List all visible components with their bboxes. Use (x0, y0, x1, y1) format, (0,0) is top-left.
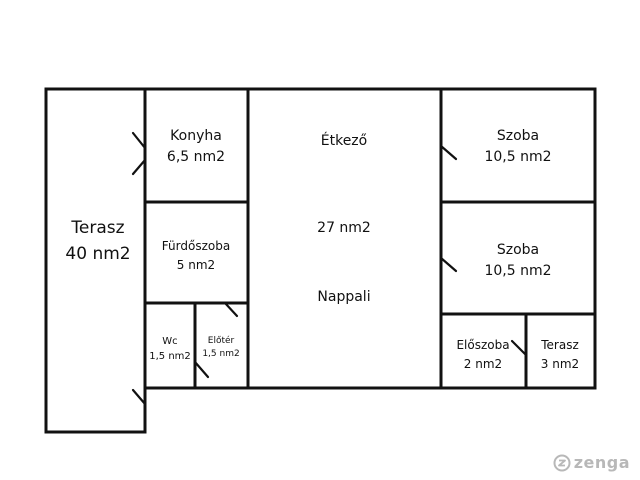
door-wc (193, 360, 210, 379)
walls (44, 87, 597, 434)
zenga-watermark: zenga (553, 453, 630, 472)
nappali-name-top: Étkező (321, 132, 367, 149)
door-konyha-upper (131, 131, 147, 150)
zenga-logo-icon (553, 454, 571, 472)
konyha-area: 6,5 nm2 (167, 149, 225, 165)
nappali-name-bottom: Nappali (317, 289, 370, 305)
door-szoba1 (439, 144, 458, 161)
furdoszoba-name: Fürdőszoba (162, 239, 230, 253)
door-eloszoba (510, 339, 528, 357)
door-szoba2 (439, 256, 458, 273)
furdoszoba-area: 5 nm2 (177, 258, 215, 272)
terasz-small-area: 3 nm2 (541, 357, 579, 371)
room-labels: Terasz 40 nm2 Konyha 6,5 nm2 Fürdőszoba … (65, 128, 579, 371)
eloszoba-name: Előszoba (456, 338, 509, 352)
szoba-1-area: 10,5 nm2 (484, 149, 551, 165)
szoba-2-area: 10,5 nm2 (484, 263, 551, 279)
eloter-area: 1,5 nm2 (202, 349, 239, 359)
eloter-name: Előtér (208, 335, 235, 346)
door-konyha-lower (131, 158, 147, 176)
door-eloter (223, 301, 239, 318)
terasz-small-name: Terasz (540, 338, 579, 352)
eloszoba-area: 2 nm2 (464, 357, 502, 371)
terasz-big-name: Terasz (70, 218, 124, 238)
konyha-name: Konyha (170, 128, 222, 144)
watermark-text: zenga (573, 453, 630, 472)
szoba-1-name: Szoba (497, 128, 539, 144)
wc-name: Wc (162, 336, 177, 347)
wc-area: 1,5 nm2 (149, 351, 191, 362)
doors (131, 131, 528, 406)
nappali-area: 27 nm2 (317, 220, 371, 236)
terasz-big-area: 40 nm2 (65, 244, 130, 264)
door-terasz-bottom (131, 388, 147, 406)
szoba-2-name: Szoba (497, 242, 539, 258)
